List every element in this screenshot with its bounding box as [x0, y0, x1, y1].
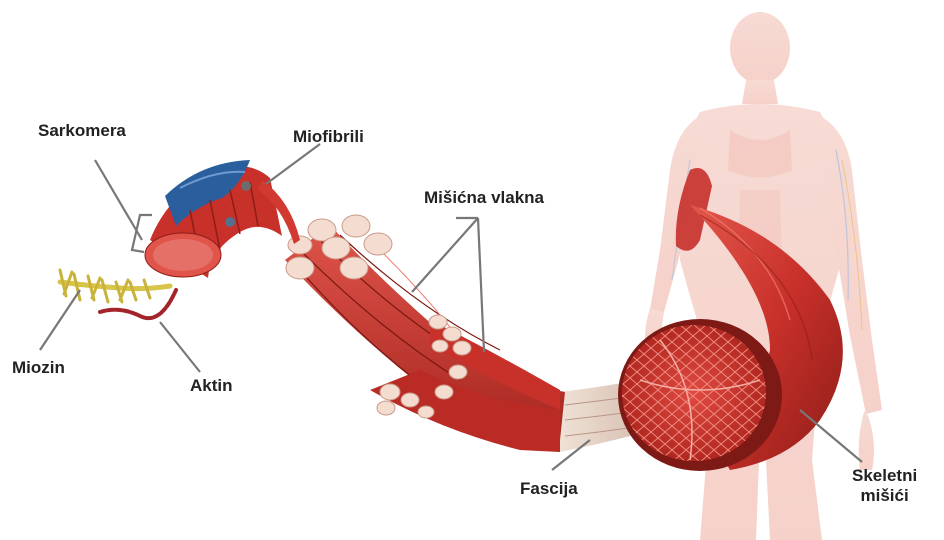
- label-aktin: Aktin: [190, 376, 233, 396]
- label-fascija: Fascija: [520, 479, 578, 499]
- label-sarkomera: Sarkomera: [38, 121, 126, 141]
- pointer-aktin: [160, 322, 200, 372]
- actin-filament: [100, 290, 176, 318]
- label-miozin: Miozin: [12, 358, 65, 378]
- label-skeletni-misici: Skeletni mišići: [852, 466, 917, 505]
- label-miofibrili: Miofibrili: [293, 127, 364, 147]
- label-misicna-vlakna: Mišićna vlakna: [424, 188, 544, 208]
- pointer-miofibrili: [266, 144, 320, 184]
- label-skeletni-line1: Skeletni: [852, 466, 917, 486]
- muscle-cross-section: [618, 319, 782, 471]
- pointer-sarkomera: [95, 160, 142, 240]
- pointer-miozin: [40, 290, 80, 350]
- myofibril: [145, 160, 300, 278]
- label-skeletni-line2: mišići: [852, 486, 917, 506]
